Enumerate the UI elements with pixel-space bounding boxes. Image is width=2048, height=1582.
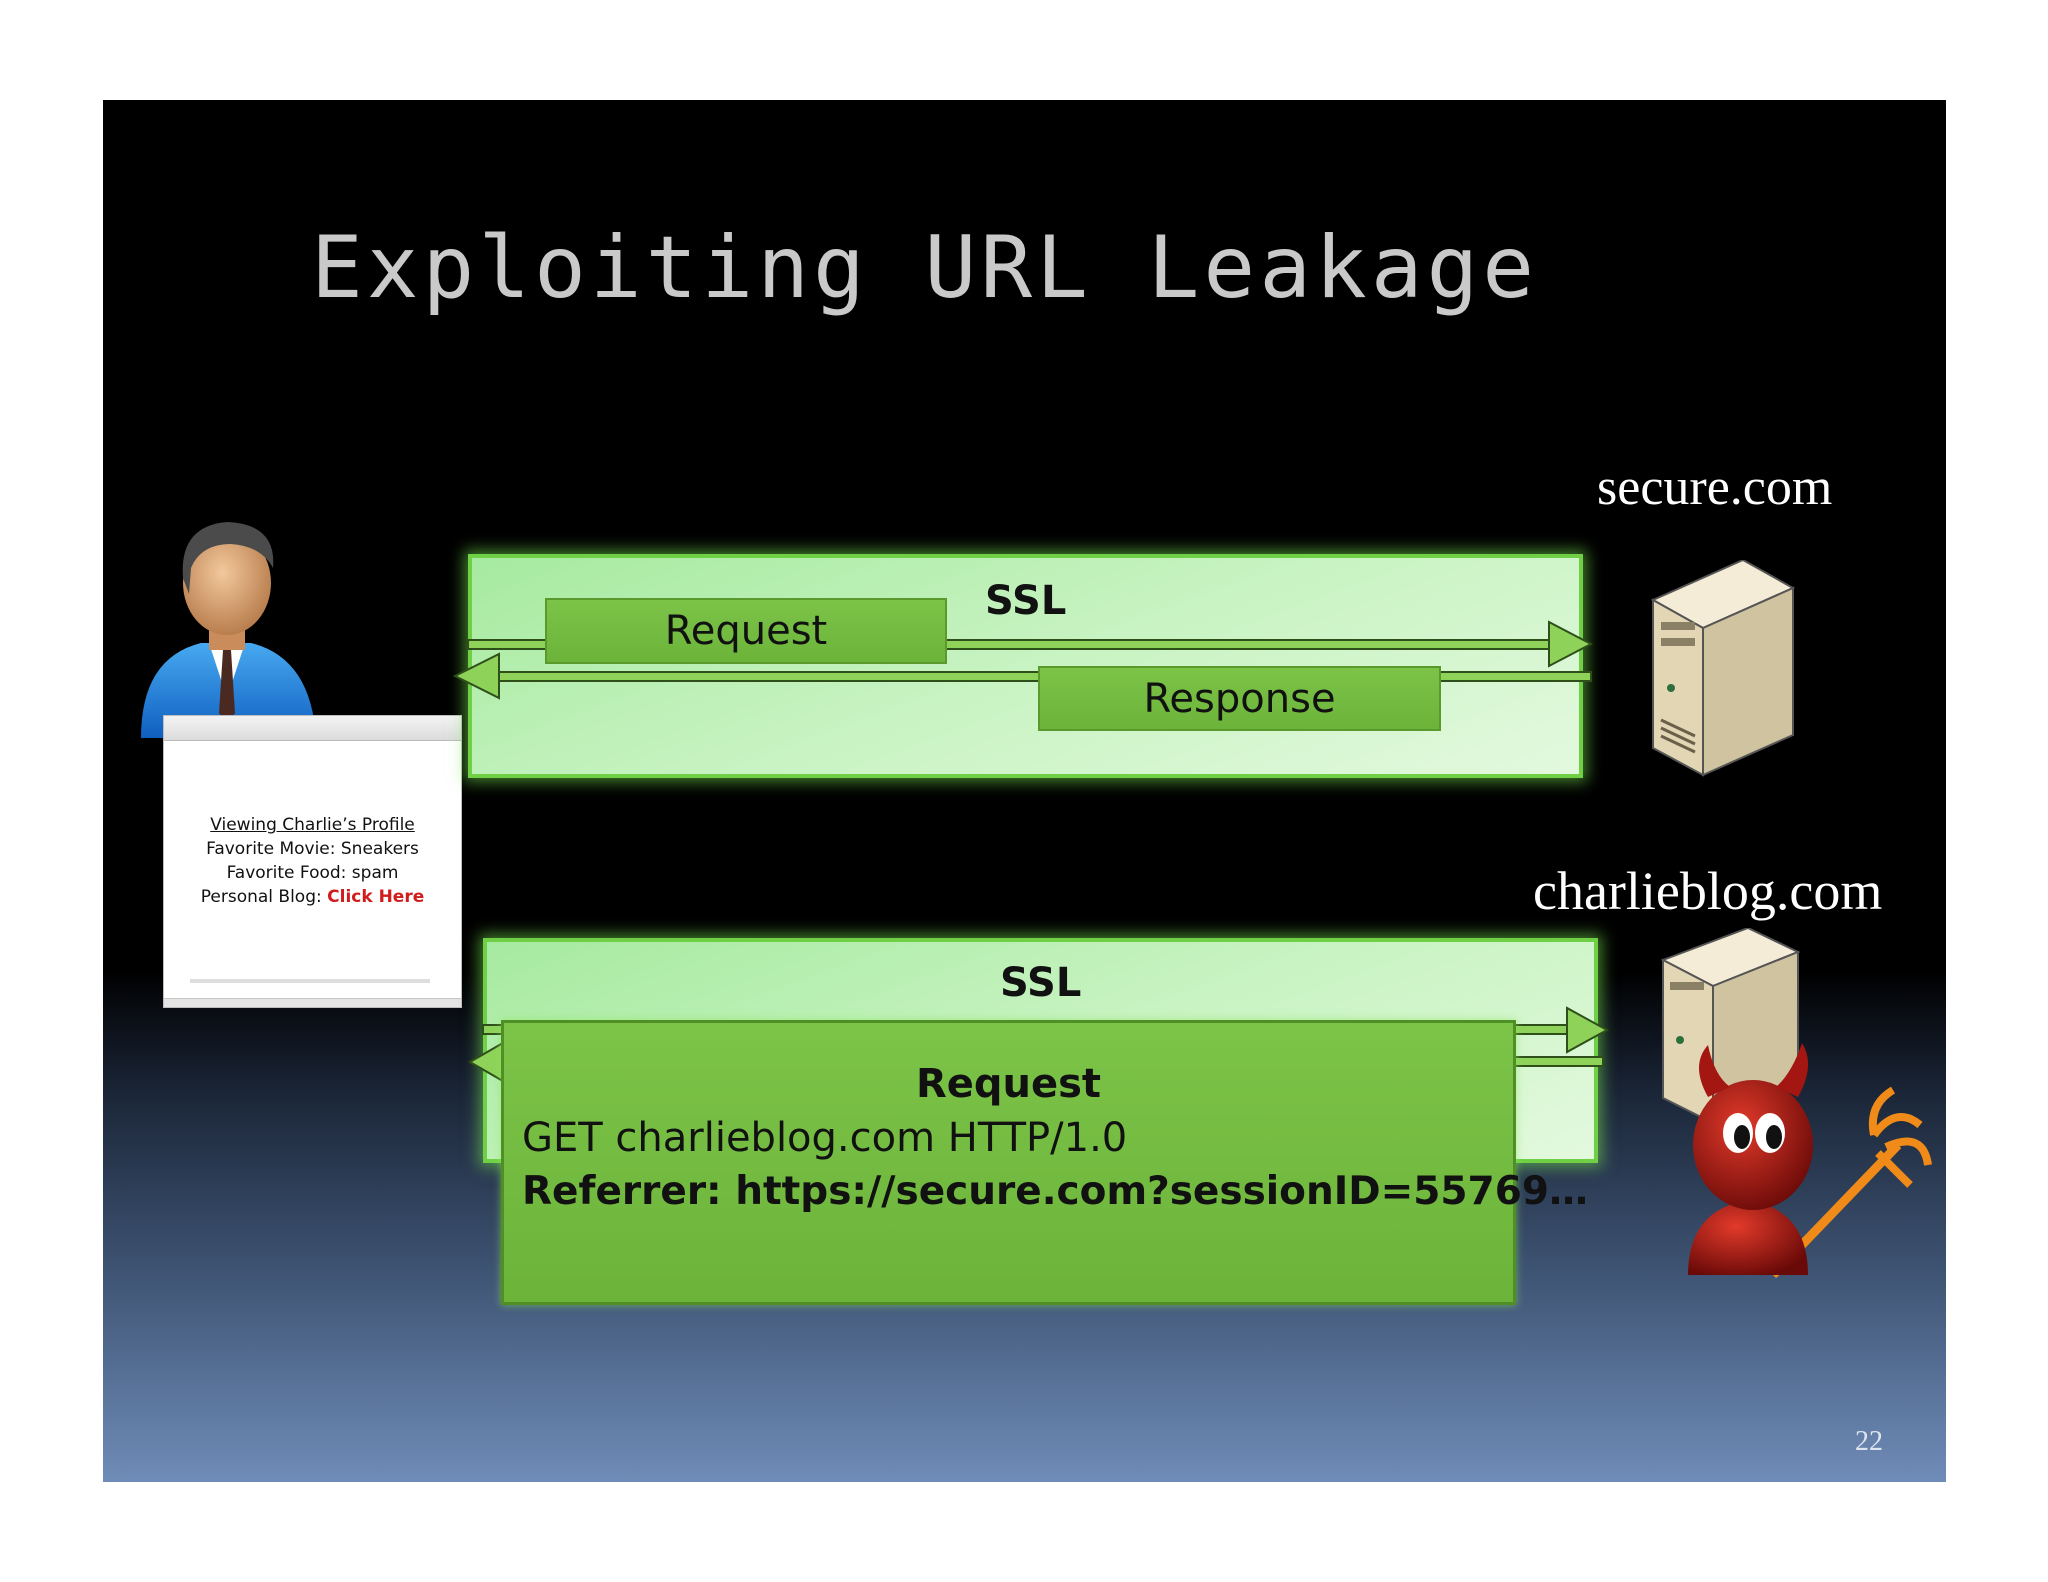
response-box-top: Response [1038,666,1441,731]
slide-title: Exploiting URL Leakage [311,218,1539,318]
request-line: GET charlieblog.com HTTP/1.0 [522,1115,1128,1161]
secure-server-icon [1650,560,1796,777]
blog-server-icon [1660,928,1801,1125]
leaked-request-title: Request [915,1061,1102,1107]
request-box-top: Request [545,598,947,664]
browser-toolbar [164,716,461,741]
referrer-line: Referrer: https://secure.com?sessionID=5… [522,1169,1588,1214]
blog-host-label: charlieblog.com [1533,861,1883,921]
profile-blog-label: Personal Blog: [200,887,328,907]
ssl-label-bottom: SSL [1000,960,1082,1006]
profile-movie: Favorite Movie: Sneakers [206,839,419,859]
horizontal-scrollbar[interactable] [190,979,430,983]
profile-food: Favorite Food: spam [226,863,399,883]
secure-host-label: secure.com [1597,459,1833,516]
browser-statusbar [164,998,461,1007]
user-icon [141,522,316,738]
leaked-request-box: Request GET charlieblog.com HTTP/1.0 Ref… [501,1020,1588,1305]
request-arrow-top [467,620,1594,668]
browser-window: Viewing Charlie’s Profile Favorite Movie… [163,715,462,1008]
profile-heading: Viewing Charlie’s Profile [210,815,415,835]
devil-attacker-icon [1688,1043,1932,1279]
click-here-link[interactable]: Click Here [327,887,425,907]
slide: Exploiting URL Leakage Viewing Charlie’s… [103,100,1946,1482]
page-number: 22 [1855,1426,1883,1457]
profile-content: Viewing Charlie’s Profile Favorite Movie… [164,813,461,909]
profile-blog: Personal Blog: Click Here [164,885,461,909]
ssl-label-top: SSL [985,578,1067,624]
